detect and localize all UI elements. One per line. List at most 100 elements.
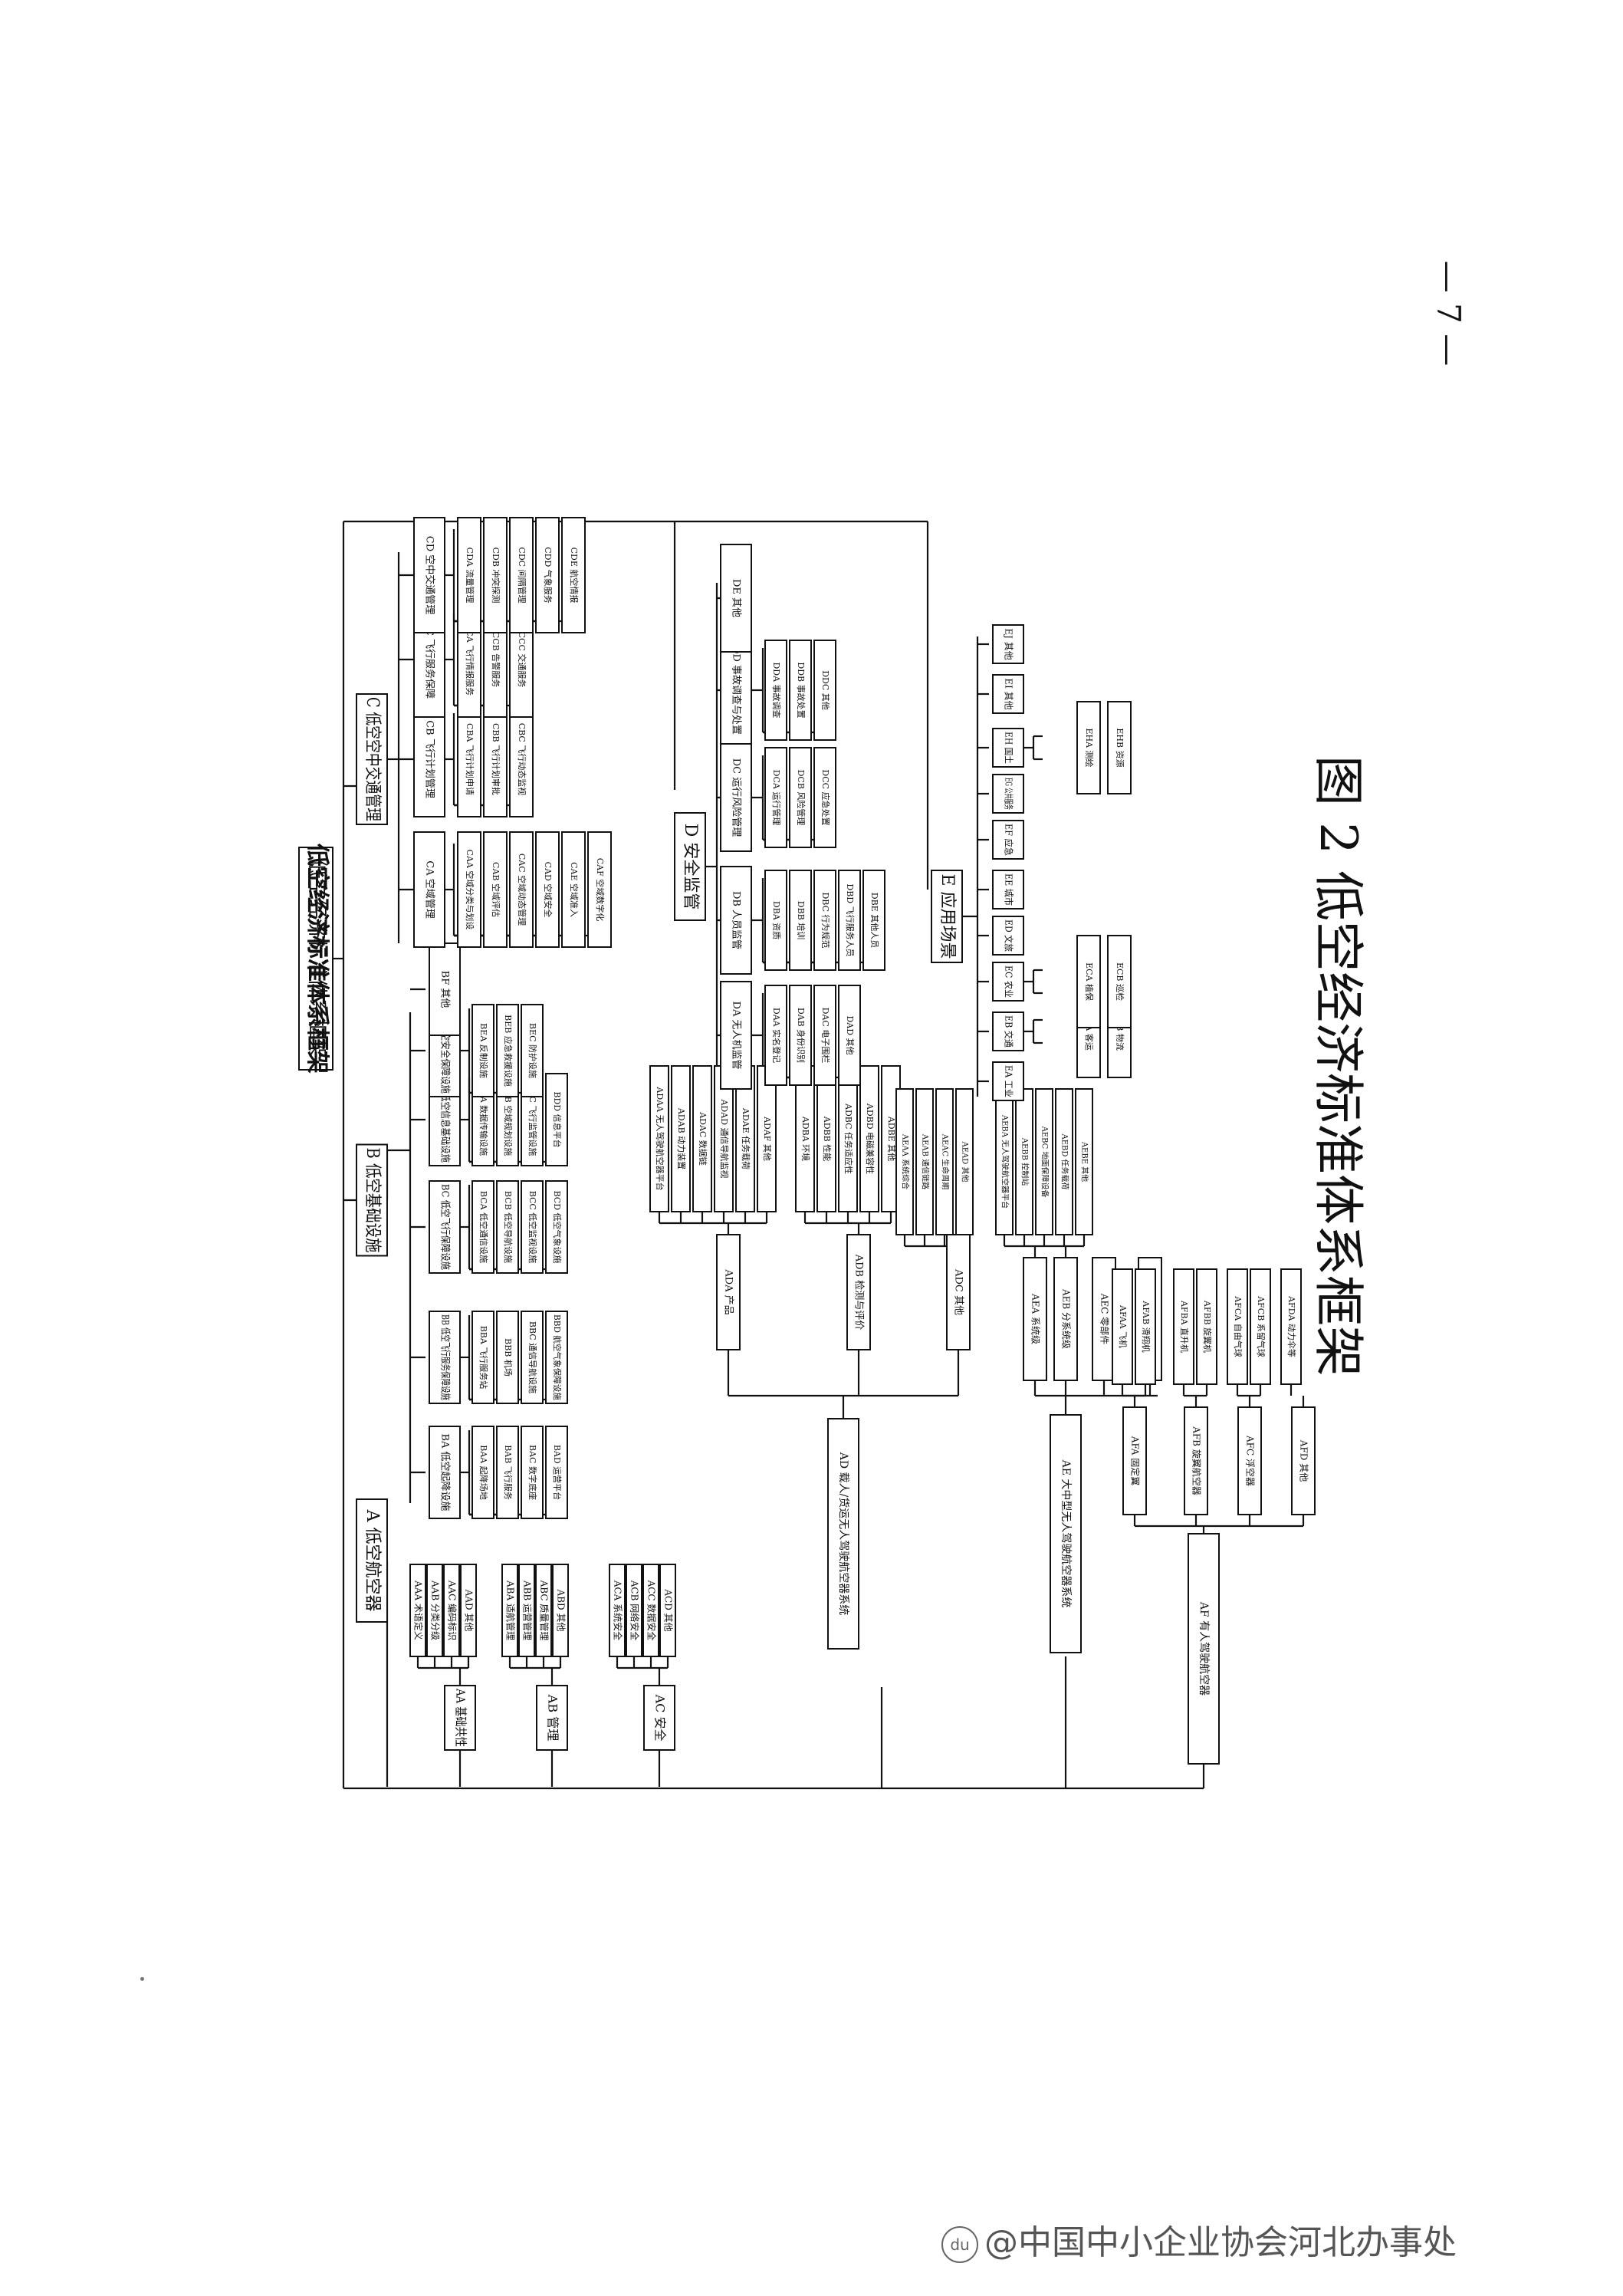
c-leaf-frame xyxy=(561,517,586,633)
branch-c-frame xyxy=(356,693,388,825)
af-sub-label: AFB 旋翼航空器 xyxy=(1191,1426,1203,1495)
e-leaf-label: ECA 植保 xyxy=(1084,962,1095,1001)
c-leaf-frame xyxy=(457,831,481,948)
d-leaf: DDB 事故处置 xyxy=(789,640,812,741)
c-leaf-frame xyxy=(457,517,481,633)
branch-e-label: E 应用场景 xyxy=(938,873,957,959)
b-leaf: BBC 通信导航设施 xyxy=(521,1311,544,1404)
c-leaf: CBB 飞行计划审批 xyxy=(483,701,508,817)
c-group-label: CD 空中交通管理 xyxy=(424,536,436,615)
c-leaf-frame xyxy=(483,517,508,633)
b-leaf: BCC 低空监视设施 xyxy=(521,1180,544,1274)
ad-leaf-label: ADAA 无人驾驶航空器平台 xyxy=(655,1086,665,1190)
a-leaf-frame xyxy=(443,1564,460,1657)
c-group-label: CC 飞行服务保障 xyxy=(424,620,436,699)
ad-leaf-label: ADBD 电磁兼容性 xyxy=(865,1103,876,1174)
b-leaf-frame xyxy=(545,1073,568,1166)
ae-leaf-label: AEAA 系统综合 xyxy=(901,1133,911,1189)
e-leaf-label: EHB 资源 xyxy=(1115,728,1125,767)
ad-leaf: ADBA 环境 xyxy=(795,1065,815,1212)
af-leaf-label: AFDA 动力伞等 xyxy=(1286,1295,1297,1357)
c-leaf: CAB 空域评估 xyxy=(483,831,508,948)
c-leaf-label: CAB 空域评估 xyxy=(491,862,501,917)
aa-group-0-frame xyxy=(444,1685,476,1751)
a-leaf-label: AAB 分类分级 xyxy=(430,1580,441,1640)
b-leaf: BBD 航空气象保障设施 xyxy=(545,1311,568,1404)
d-leaf-label: DAA 实名登记 xyxy=(771,1008,782,1063)
ae-leaf-label: AEBC 地面保障设备 xyxy=(1040,1126,1050,1198)
b-leaf-frame xyxy=(496,1426,519,1519)
a-leaf: ABA 适航管理 xyxy=(501,1564,518,1657)
af-leaf: AFBB 旋翼机 xyxy=(1196,1268,1217,1385)
b-leaf-label: BCD 低空气象设施 xyxy=(552,1190,563,1263)
d-leaf-frame xyxy=(813,747,836,848)
b-leaf: BAA 起降场地 xyxy=(471,1426,494,1519)
c-leaf-frame xyxy=(535,831,560,948)
c-leaf: CAE 空域准入 xyxy=(561,831,586,948)
a-leaf-frame xyxy=(409,1564,426,1657)
aa-group-0: AA 基础共性 xyxy=(444,1685,476,1751)
d-group: DE 其他 xyxy=(720,544,752,653)
e-leaf: ECB 巡检 xyxy=(1107,935,1132,1028)
ae-leaf: AEBD 任务载荷 xyxy=(1055,1088,1073,1235)
d-leaf-frame xyxy=(838,985,861,1086)
c-leaf: CAC 空域动态管理 xyxy=(509,831,534,948)
d-leaf-label: DBD 飞行服务人员 xyxy=(845,883,855,956)
a-leaf-frame xyxy=(552,1564,569,1657)
ad-sub-label: ADC 其他 xyxy=(953,1268,964,1315)
a-leaf-frame xyxy=(609,1564,626,1657)
e-group-label: EE 城市 xyxy=(1004,873,1015,906)
ad-leaf-frame xyxy=(795,1065,815,1212)
paw-icon: du xyxy=(941,2226,978,2263)
c-leaf-label: CDE 航空情报 xyxy=(569,548,580,604)
af-node: AF 有人驾驶航空器 xyxy=(1188,1533,1220,1765)
c-leaf-frame xyxy=(483,831,508,948)
d-leaf-label: DDA 事故调查 xyxy=(771,662,782,718)
c-leaf: CDA 流量管理 xyxy=(457,517,481,633)
branch-d: D 安全监管 xyxy=(674,812,706,921)
ad-sub-frame xyxy=(716,1234,741,1350)
d-group-label: DD 事故调查与处置 xyxy=(731,646,742,735)
c-leaf: CDB 冲突探测 xyxy=(483,517,508,633)
b-group-label: BA 低空起降设施 xyxy=(439,1433,451,1511)
ae-sub: AEB 分系统级 xyxy=(1053,1257,1078,1381)
ae-sub-label: AEA 系统级 xyxy=(1030,1293,1041,1344)
ae-leaf-frame xyxy=(1035,1088,1053,1235)
branch-c: C 低空空中交通管理 xyxy=(356,693,388,825)
ae-sub-frame xyxy=(1053,1257,1078,1381)
e-group-frame xyxy=(992,624,1024,664)
e-group-label: EI 其他 xyxy=(1004,678,1014,709)
b-leaf: BEA 反制设施 xyxy=(471,1004,494,1097)
af-leaf: AFBA 直升机 xyxy=(1173,1268,1194,1385)
af-leaf-frame xyxy=(1196,1268,1217,1385)
c-leaf-frame xyxy=(509,517,534,633)
af-sub: AFB 旋翼航空器 xyxy=(1184,1406,1208,1515)
af-leaf-label: AFAA 飞机 xyxy=(1118,1304,1129,1348)
e-group-label: EC 农业 xyxy=(1004,965,1014,998)
b-leaf-label: BDD 信息平台 xyxy=(552,1091,563,1147)
scan-dot xyxy=(140,1977,144,1981)
b-leaf-label: BCB 低空导航设施 xyxy=(503,1191,514,1263)
ae-leaf: AEBE 其他 xyxy=(1075,1088,1093,1235)
b-leaf-label: BBB 机场 xyxy=(503,1338,514,1377)
c-leaf: CBC 飞行动态监视 xyxy=(509,701,534,817)
c-leaf-label: CCA 飞行情报服务 xyxy=(465,623,475,696)
c-leaf-label: CBC 飞行动态监视 xyxy=(517,723,527,796)
d-group-label: DC 运行风险管理 xyxy=(731,758,742,837)
af-leaf-frame xyxy=(1173,1268,1194,1385)
e-group-label: EJ 其他 xyxy=(1004,628,1014,660)
d-group-frame xyxy=(720,544,752,653)
c-group-label: CA 空域管理 xyxy=(424,860,435,918)
e-group: EC 农业 xyxy=(992,962,1024,1002)
d-leaf-label: DBC 行为规范 xyxy=(820,892,831,948)
ae-leaf-frame xyxy=(935,1088,954,1235)
ae-sub: AEC 零部件 xyxy=(1092,1257,1116,1381)
branch-d-frame xyxy=(674,812,706,921)
b-leaf: BBB 机场 xyxy=(496,1311,519,1404)
e-group-frame xyxy=(992,1061,1024,1101)
a-leaf: AAD 其他 xyxy=(460,1564,477,1657)
d-leaf-label: DAC 电子围栏 xyxy=(820,1008,831,1064)
ae-leaf-label: AEAC 生命周期 xyxy=(941,1133,951,1190)
ad-leaf-label: ADAF 其他 xyxy=(762,1116,772,1161)
